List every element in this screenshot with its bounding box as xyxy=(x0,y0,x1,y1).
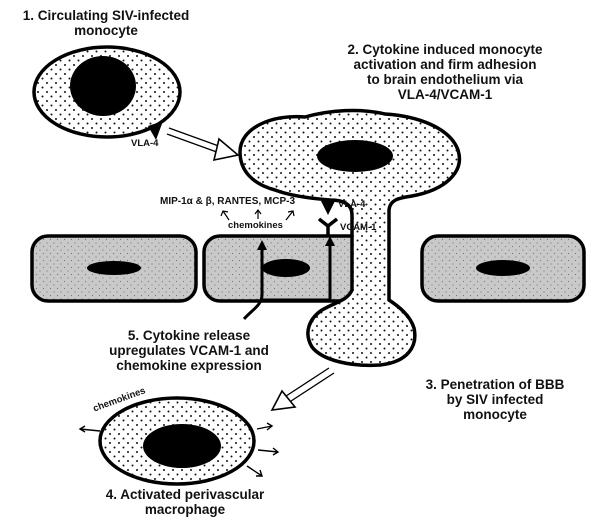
step2-line4: VLA-4/VCAM-1 xyxy=(313,87,577,102)
chemokines-endothelium-label: chemokines xyxy=(228,221,283,231)
circulating-monocyte xyxy=(34,47,180,140)
perivascular-macrophage xyxy=(80,398,278,484)
vcam1-receptor xyxy=(319,219,337,236)
step5-line3: chemokine expression xyxy=(94,358,284,373)
step1-label: 1. Circulating SIV-infected monocyte xyxy=(6,8,206,38)
step1-line1: 1. Circulating SIV-infected xyxy=(6,8,206,23)
step5-label: 5. Cytokine release upregulates VCAM-1 a… xyxy=(94,328,284,373)
step2-line2: activation and firm adhesion xyxy=(313,57,577,72)
step5-line2: upregulates VCAM-1 and xyxy=(94,343,284,358)
circulating-monocyte-nucleus xyxy=(70,56,136,116)
step1-line2: monocyte xyxy=(6,23,206,38)
step2-line1: 2. Cytokine induced monocyte xyxy=(313,42,577,57)
migration-arrow-2 xyxy=(272,368,334,410)
step4-line2: macrophage xyxy=(90,502,280,517)
macrophage-nucleus xyxy=(143,424,221,468)
endothelium xyxy=(32,236,584,301)
step5-line1: 5. Cytokine release xyxy=(94,328,284,343)
monocyte-nucleus xyxy=(317,140,393,172)
step3-line1: 3. Penetration of BBB xyxy=(420,377,570,392)
step3-label: 3. Penetration of BBB by SIV infected mo… xyxy=(420,377,570,422)
chemokine-branch-arrows xyxy=(221,210,294,220)
vla4-circulating-label: VLA-4 xyxy=(131,139,158,149)
vcam1-label: VCAM-1 xyxy=(340,223,376,233)
vla4-adhesion-label: VLA-4 xyxy=(338,200,365,210)
step2-label: 2. Cytokine induced monocyte activation … xyxy=(313,42,577,102)
migration-arrow-1 xyxy=(167,128,238,160)
endothelial-nucleus-left xyxy=(87,261,141,275)
vla4-receptor-adhesion xyxy=(321,201,335,215)
chemokine-list-label: MIP-1α & β, RANTES, MCP-3 xyxy=(160,197,295,207)
step3-line2: by SIV infected xyxy=(420,392,570,407)
step2-line3: to brain endothelium via xyxy=(313,72,577,87)
step4-line1: 4. Activated perivascular xyxy=(90,487,280,502)
endothelial-nucleus-right xyxy=(476,260,530,276)
step3-line3: monocyte xyxy=(420,407,570,422)
step4-label: 4. Activated perivascular macrophage xyxy=(90,487,280,517)
endothelial-nucleus-middle xyxy=(262,259,310,277)
